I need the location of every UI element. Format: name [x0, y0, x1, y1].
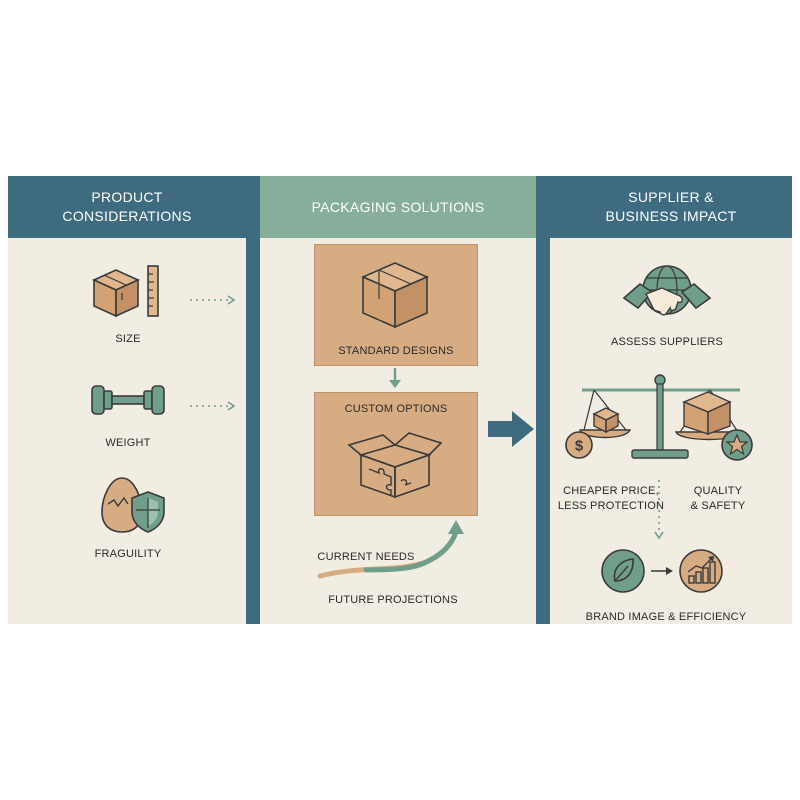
dumbbell-icon	[91, 385, 165, 415]
closed-box-icon	[361, 262, 429, 329]
dotted-arrow-size	[190, 295, 236, 305]
label-cheaper-line1: CHEAPER PRICE,	[563, 485, 659, 497]
label-assess-suppliers: ASSESS SUPPLIERS	[610, 336, 724, 348]
egg-shield-icon	[101, 477, 165, 533]
growth-curve-arrow	[317, 520, 464, 579]
dollar-coin-icon: $	[565, 431, 593, 459]
label-quality-line2: & SAFETY	[690, 500, 746, 512]
header-supplier-business-impact: SUPPLIER & BUSINESS IMPACT	[550, 176, 792, 238]
label-weight: WEIGHT	[105, 437, 151, 449]
header-supplier-line1: SUPPLIER &	[628, 189, 714, 205]
header-supplier-line2: BUSINESS IMPACT	[605, 208, 737, 224]
header-product-line2: CONSIDERATIONS	[62, 208, 192, 224]
label-quality-line1: QUALITY	[693, 485, 743, 497]
label-current-needs: CURRENT NEEDS	[317, 551, 415, 563]
label-brand-image-efficiency: BRAND IMAGE & EFFICIENCY	[585, 611, 747, 623]
right-arrow-icon	[488, 411, 534, 447]
label-fragility: FRAGUILITY	[94, 548, 162, 560]
label-size: SIZE	[115, 333, 141, 345]
label-future-projections: FUTURE PROJECTIONS	[328, 594, 458, 606]
column-divider-right	[536, 176, 550, 624]
balance-scale-icon	[578, 374, 744, 459]
down-arrow-icon	[389, 368, 401, 388]
dotted-down-arrow	[654, 480, 664, 540]
globe-handshake-icon	[622, 265, 712, 316]
standard-designs-box: STANDARD DESIGNS	[314, 244, 478, 366]
label-cheaper-line2: LESS PROTECTION	[557, 500, 665, 512]
dotted-arrow-weight	[190, 401, 236, 411]
custom-options-box: CUSTOM OPTIONS	[314, 392, 478, 516]
header-packaging-title: PACKAGING SOLUTIONS	[311, 198, 485, 215]
leaf-icon	[601, 549, 645, 593]
growth-chart-icon	[679, 549, 723, 593]
header-product-line1: PRODUCT	[91, 189, 163, 205]
box-ruler-icon	[92, 265, 159, 318]
label-quality-safety: QUALITY & SAFETY	[678, 484, 758, 514]
label-custom-options: CUSTOM OPTIONS	[344, 403, 448, 415]
column-divider-left	[246, 176, 260, 624]
header-product-considerations: PRODUCT CONSIDERATIONS	[8, 176, 246, 238]
label-standard-designs: STANDARD DESIGNS	[338, 345, 454, 357]
header-packaging-solutions: PACKAGING SOLUTIONS	[260, 176, 536, 238]
open-box-puzzle-icon	[347, 432, 443, 499]
small-right-arrow-icon	[651, 567, 673, 575]
svg-text:$: $	[575, 438, 584, 455]
label-cheaper-price: CHEAPER PRICE, LESS PROTECTION	[552, 484, 670, 514]
star-badge-icon	[721, 429, 753, 461]
